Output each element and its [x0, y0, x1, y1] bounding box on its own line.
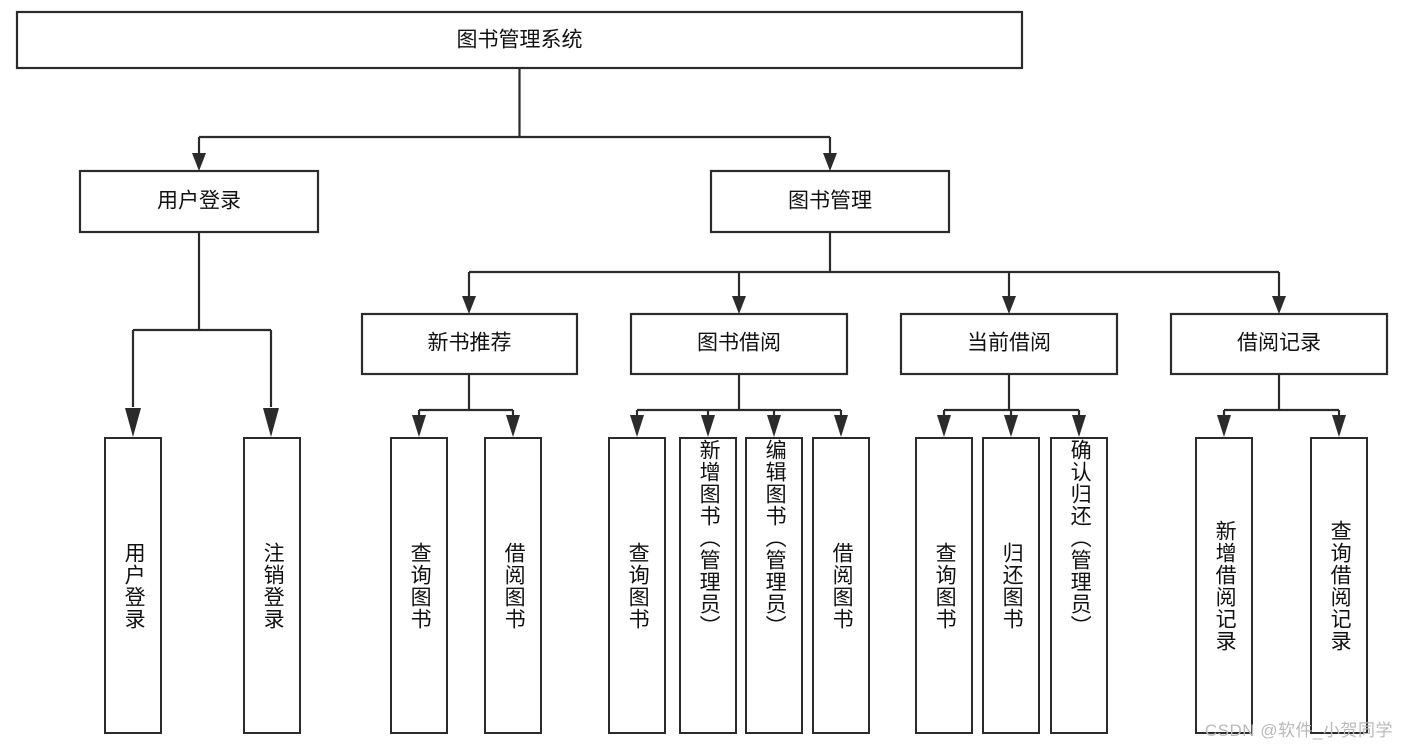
- node-user-login-label: 用户登录: [157, 190, 241, 213]
- leaf-label: 借阅图书: [502, 541, 526, 630]
- arrowhead-borrow-book: [732, 296, 746, 314]
- arrowhead-leaf-4: [506, 415, 520, 437]
- arrowhead-new-book: [462, 296, 476, 314]
- leaf-label: 查询图书: [408, 541, 432, 630]
- leaf-label: 查询图书: [626, 541, 650, 630]
- node-borrow-record[interactable]: 借阅记录: [1169, 312, 1389, 376]
- node-root[interactable]: 图书管理系统: [15, 10, 1024, 70]
- arrowhead-leaf-11: [1072, 415, 1086, 437]
- node-book-borrow-label: 图书借阅: [697, 332, 781, 355]
- arrowhead-leaf-6: [701, 415, 715, 437]
- leaf-node-query-borrow-record[interactable]: 查询借阅记录: [1310, 437, 1368, 734]
- leaf-label: 确认归还（管理员）: [1068, 439, 1092, 637]
- node-borrow-record-box[interactable]: [1169, 312, 1389, 376]
- leaf-node-edit-book-admin[interactable]: 编辑图书（管理员）: [745, 437, 803, 734]
- node-user-login-box[interactable]: [78, 169, 320, 234]
- arrowhead-leaf-12: [1217, 415, 1231, 437]
- edge-group: [125, 68, 1346, 437]
- arrowhead-leaf-5: [630, 415, 644, 437]
- leaf-node-add-book-admin[interactable]: 新增图书（管理员）: [679, 437, 737, 734]
- arrowhead-leaf-1: [125, 408, 141, 437]
- node-book-management[interactable]: 图书管理: [709, 169, 951, 234]
- node-book-borrow[interactable]: 图书借阅: [629, 312, 849, 376]
- arrowhead-leaf-13: [1332, 415, 1346, 437]
- node-new-book-recommend-label: 新书推荐: [428, 332, 512, 355]
- arrowhead-leaf-10: [1004, 415, 1018, 437]
- node-book-borrow-box[interactable]: [629, 312, 849, 376]
- leaf-label: 注销登录: [261, 541, 285, 630]
- leaf-label: 新增借阅记录: [1213, 519, 1237, 652]
- leaf-node-user-login[interactable]: 用户登录: [104, 437, 162, 734]
- node-book-management-box[interactable]: [709, 169, 951, 234]
- leaf-node-query-book-borrow[interactable]: 查询图书: [608, 437, 666, 734]
- arrowhead-leaf-8: [834, 415, 848, 437]
- watermark: CSDN @软件_小贺同学: [1204, 721, 1393, 740]
- node-book-management-label: 图书管理: [788, 190, 872, 213]
- leaf-node-return-book[interactable]: 归还图书: [982, 437, 1040, 734]
- arrowhead-user-login: [192, 153, 206, 171]
- node-root-label: 图书管理系统: [457, 29, 583, 52]
- arrowhead-current-borrow: [1002, 296, 1016, 314]
- node-root-box[interactable]: [15, 10, 1024, 70]
- node-current-borrow[interactable]: 当前借阅: [899, 312, 1119, 376]
- leaf-node-query-book-current[interactable]: 查询图书: [915, 437, 973, 734]
- leaf-label: 查询借阅记录: [1328, 519, 1352, 652]
- node-new-book-recommend-box[interactable]: [360, 312, 579, 376]
- node-new-book-recommend[interactable]: 新书推荐: [360, 312, 579, 376]
- leaf-node-borrow-book-newbook[interactable]: 借阅图书: [484, 437, 542, 734]
- leaf-label: 借阅图书: [830, 541, 854, 630]
- leaf-node-confirm-return-admin[interactable]: 确认归还（管理员）: [1050, 437, 1108, 734]
- leaf-node-borrow-book[interactable]: 借阅图书: [812, 437, 870, 734]
- node-borrow-record-label: 借阅记录: [1237, 332, 1321, 355]
- leaf-label: 查询图书: [933, 541, 957, 630]
- leaf-node-add-borrow-record[interactable]: 新增借阅记录: [1195, 437, 1253, 734]
- arrowhead-borrow-record: [1272, 296, 1286, 314]
- leaf-label: 编辑图书（管理员）: [763, 439, 787, 637]
- arrowhead-book-mgmt: [823, 153, 837, 171]
- node-current-borrow-box[interactable]: [899, 312, 1119, 376]
- leaf-label: 用户登录: [122, 541, 146, 630]
- arrowhead-leaf-9: [937, 415, 951, 437]
- arrowhead-leaf-7: [767, 415, 781, 437]
- arrowhead-leaf-2: [263, 408, 279, 437]
- leaf-node-logout[interactable]: 注销登录: [243, 437, 301, 734]
- node-current-borrow-label: 当前借阅: [967, 332, 1051, 355]
- node-user-login[interactable]: 用户登录: [78, 169, 320, 234]
- leaf-label: 新增图书（管理员）: [697, 439, 721, 637]
- arrowhead-leaf-3: [412, 415, 426, 437]
- leaf-node-query-book-newbook[interactable]: 查询图书: [390, 437, 448, 734]
- leaf-label: 归还图书: [1000, 541, 1024, 630]
